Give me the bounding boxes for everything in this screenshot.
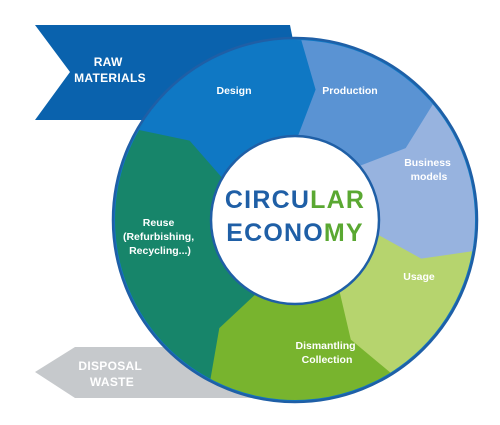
segment-label-usage: Usage	[403, 271, 435, 283]
segment-label-reuse: Reuse (Refurbishing, Recycling...)	[123, 217, 197, 257]
segment-label-dismantling-collection: Dismantling Collection	[295, 340, 358, 366]
center-title-line1: CIRCULAR	[225, 186, 365, 214]
disposal-waste-label: DISPOSAL WASTE	[78, 359, 145, 389]
center-hub	[209, 134, 381, 306]
raw-materials-label: RAW MATERIALS	[74, 55, 146, 85]
segment-label-business-models: Business models	[404, 157, 454, 183]
segment-production	[295, 40, 433, 166]
segment-label-design: Design	[216, 85, 251, 97]
segment-reuse	[115, 124, 259, 382]
segment-business-models	[357, 99, 476, 259]
segment-design	[139, 39, 316, 179]
segment-label-production: Production	[322, 85, 377, 97]
segment-usage	[339, 231, 474, 373]
center-title-line2: ECONOMY	[226, 219, 364, 247]
